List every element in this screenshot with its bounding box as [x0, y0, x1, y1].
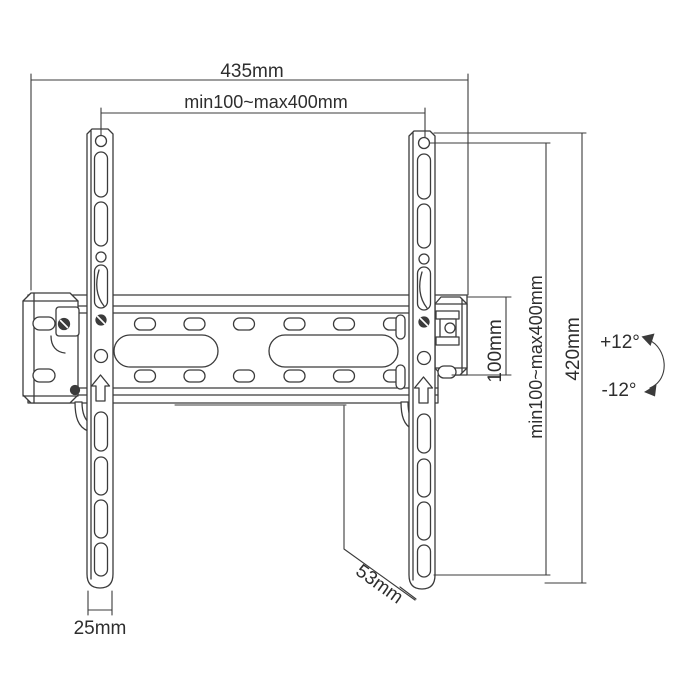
- hook-cutout-bottom: [395, 364, 406, 390]
- right-end-cap: [400, 296, 468, 430]
- right-arm-top-hole: [417, 136, 431, 150]
- left-cap-clamp-arc: [50, 335, 66, 354]
- label-tilt-up: +12°: [600, 332, 640, 353]
- dim-bracket-height: [433, 132, 587, 584]
- up-arrow-icon: [413, 376, 434, 404]
- left-arm-lower-slots: [93, 411, 109, 577]
- label-profile-depth: 53mm: [352, 561, 407, 609]
- right-arm-hole: [418, 253, 430, 265]
- dim-vesa-height: [429, 142, 551, 576]
- wall-plate-long-slot-right: [268, 334, 399, 368]
- dim-plate-width: [30, 73, 469, 296]
- dim-plate-height: [451, 296, 512, 376]
- wall-plate-fold-lines: [27, 305, 468, 396]
- left-arm-hole: [93, 348, 109, 364]
- label-tilt-down: -12°: [601, 380, 636, 401]
- tilt-arc-arrow-icon: [641, 333, 665, 397]
- left-cap-slot-top: [32, 316, 56, 331]
- wall-plate-long-slot-left: [113, 334, 219, 368]
- label-vesa-height-range: min100~max400mm: [526, 275, 546, 439]
- left-arm-vesa-slots: [93, 151, 109, 309]
- right-cap-latch-bottom: [435, 336, 460, 346]
- dimension-labels: 435mm min100~max400mm 100mm min100~max40…: [74, 61, 640, 639]
- wall-plate: [27, 294, 468, 406]
- label-arm-width: 25mm: [74, 618, 127, 639]
- right-arm-lower-slots: [416, 413, 432, 578]
- wall-plate-slot-row-top: [133, 317, 406, 331]
- left-arm-top-hole: [94, 134, 108, 148]
- left-vesa-arm: [86, 128, 114, 589]
- screw-icon: [69, 384, 81, 396]
- right-cap-slot: [437, 365, 457, 379]
- hook-cutout-top: [395, 314, 406, 340]
- screw-slot-highlight: [419, 317, 429, 327]
- dim-arm-width: [87, 590, 113, 616]
- left-cap-fold-lines: [22, 292, 79, 404]
- up-arrow-icon: [90, 374, 111, 402]
- left-arm-hook-curve: [96, 269, 105, 307]
- right-arm-hole: [416, 350, 432, 366]
- right-cap-latch-pin: [444, 322, 456, 334]
- label-plate-height: 100mm: [485, 319, 506, 382]
- left-arm-hole: [95, 251, 107, 263]
- screw-slot-highlight: [59, 319, 69, 329]
- dimension-lines: [30, 73, 665, 616]
- left-end-cap: [22, 292, 92, 432]
- right-arm-hook-curve: [419, 271, 428, 309]
- screw-slot-highlight: [96, 315, 106, 325]
- right-cap-latch-top: [435, 310, 460, 320]
- dim-profile-depth: [343, 405, 417, 601]
- right-vesa-arm: [408, 130, 436, 590]
- label-vesa-width-range: min100~max400mm: [184, 92, 348, 112]
- dim-vesa-width: [100, 107, 426, 138]
- label-bracket-height: 420mm: [563, 317, 584, 380]
- mount-geometry: [22, 128, 468, 590]
- label-plate-width: 435mm: [220, 61, 283, 82]
- left-cap-slot-bottom: [32, 368, 56, 383]
